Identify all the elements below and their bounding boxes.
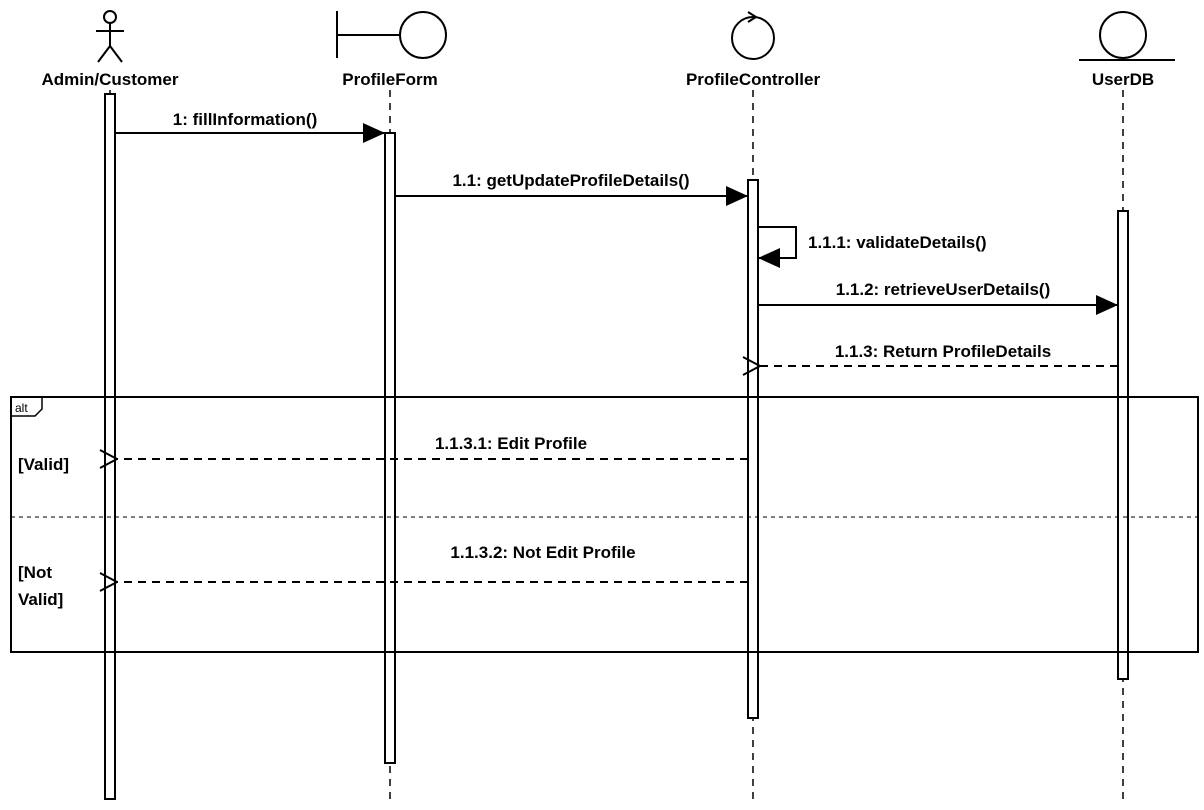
alt-operator-label: alt xyxy=(15,401,28,415)
activation-actor xyxy=(104,93,116,800)
participant-controller-label: ProfileController xyxy=(686,70,821,89)
participant-actor-label: Admin/Customer xyxy=(42,70,179,89)
message-label-1: 1: fillInformation() xyxy=(173,110,317,129)
guard-not-valid-label-line2: Valid] xyxy=(18,590,63,609)
activation-controller xyxy=(747,179,759,719)
entity-icon xyxy=(1079,11,1175,61)
alt-fragment-tab xyxy=(11,396,43,417)
activation-form xyxy=(384,132,396,764)
alt-fragment-frame xyxy=(10,396,1199,653)
message-label-1-1-3-2: 1.1.3.2: Not Edit Profile xyxy=(450,543,635,562)
boundary-icon xyxy=(336,11,447,59)
lifelines xyxy=(109,90,1124,804)
message-label-1-1-3-1: 1.1.3.1: Edit Profile xyxy=(435,434,587,453)
message-label-1-1-2: 1.1.2: retrieveUserDetails() xyxy=(836,280,1051,299)
message-arrow-1-1-1 xyxy=(758,226,797,268)
participant-db-label: UserDB xyxy=(1092,70,1154,89)
participant-form-label: ProfileForm xyxy=(342,70,437,89)
control-icon xyxy=(731,11,775,60)
message-label-1-1-1: 1.1.1: validateDetails() xyxy=(808,233,987,252)
activation-db xyxy=(1117,210,1129,680)
guard-valid-label: [Valid] xyxy=(18,455,69,474)
message-label-1-1: 1.1: getUpdateProfileDetails() xyxy=(452,171,689,190)
message-label-1-1-3: 1.1.3: Return ProfileDetails xyxy=(835,342,1051,361)
guard-not-valid-label-line1: [Not xyxy=(18,563,52,582)
actor-stick-figure-icon xyxy=(96,10,124,63)
